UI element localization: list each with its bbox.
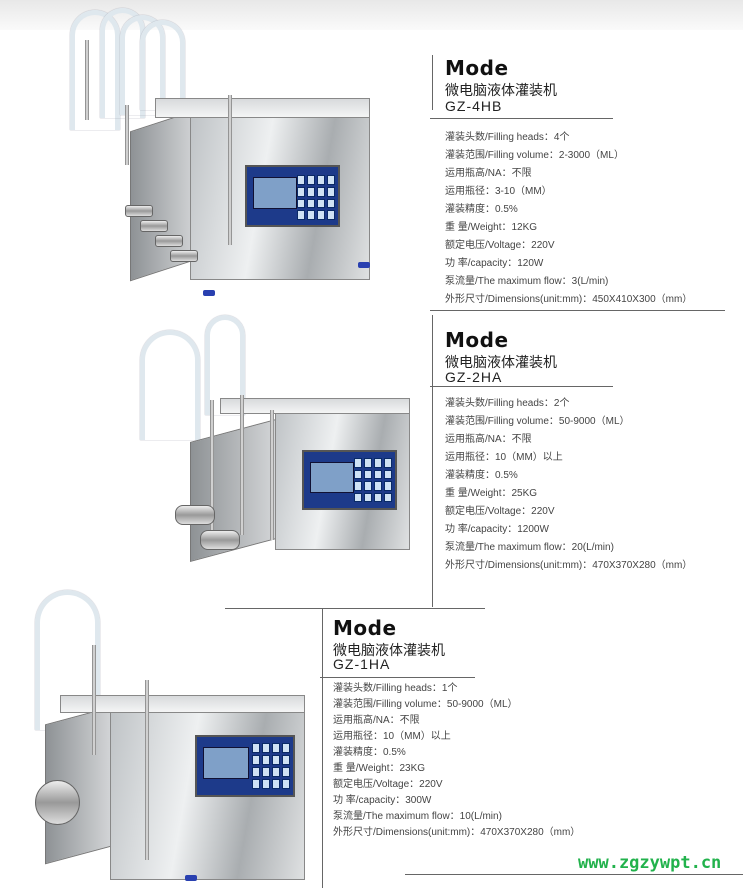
mode-label: Mode	[445, 56, 509, 80]
spec-filling-volume: 灌装范围/Filling volume：2-3000（ML）	[445, 150, 624, 161]
product-name: 微电脑液体灌装机	[333, 642, 445, 658]
spec-list: 灌装头数/Filling heads：4个 灌装范围/Filling volum…	[445, 129, 692, 309]
spec-capacity: 功 率/capacity：1200W	[445, 524, 549, 535]
spec-filling-heads: 灌装头数/Filling heads：4个	[445, 132, 570, 143]
spec-max-flow: 泵流量/The maximum flow：3(L/min)	[445, 276, 609, 287]
product-name: 微电脑液体灌装机	[445, 354, 557, 370]
spec-bottle-height: 运用瓶高/NA：不限	[445, 168, 532, 179]
watermark: www.zgzywpt.cn	[578, 853, 722, 873]
spec-bottle-diameter: 运用瓶径：10（MM）以上	[333, 731, 451, 742]
spec-capacity: 功 率/capacity：120W	[445, 258, 544, 269]
spec-bottle-diameter: 运用瓶径：3-10（MM）	[445, 186, 552, 197]
product-image-gz-2ha	[130, 310, 420, 580]
spec-voltage: 额定电压/Voltage：220V	[445, 506, 555, 517]
mode-label: Mode	[445, 328, 509, 352]
spec-max-flow: 泵流量/The maximum flow：20(L/min)	[445, 542, 614, 553]
model-number: GZ-1HA	[333, 656, 391, 672]
spec-precision: 灌装精度：0.5%	[333, 747, 406, 758]
spec-list: 灌装头数/Filling heads：2个 灌装范围/Filling volum…	[445, 395, 692, 575]
mode-label: Mode	[333, 616, 397, 640]
spec-weight: 重 量/Weight：25KG	[445, 488, 538, 499]
spec-filling-volume: 灌装范围/Filling volume：50-9000（ML）	[333, 699, 518, 710]
spec-filling-heads: 灌装头数/Filling heads：2个	[445, 398, 570, 409]
spec-dimensions: 外形尺寸/Dimensions(unit:mm)：470X370X280（mm）	[445, 560, 693, 571]
spec-precision: 灌装精度：0.5%	[445, 470, 518, 481]
spec-precision: 灌装精度：0.5%	[445, 204, 518, 215]
spec-voltage: 额定电压/Voltage：220V	[445, 240, 555, 251]
spec-filling-heads: 灌装头数/Filling heads：1个	[333, 683, 458, 694]
model-number: GZ-2HA	[445, 369, 503, 385]
product-name: 微电脑液体灌装机	[445, 82, 557, 98]
spec-max-flow: 泵流量/The maximum flow：10(L/min)	[333, 811, 502, 822]
spec-dimensions: 外形尺寸/Dimensions(unit:mm)：470X370X280（mm）	[333, 827, 581, 838]
product-image-gz-4hb	[60, 0, 390, 300]
spec-weight: 重 量/Weight：12KG	[445, 222, 538, 233]
product-image-gz-1ha	[30, 585, 320, 885]
spec-capacity: 功 率/capacity：300W	[333, 795, 432, 806]
model-number: GZ-4HB	[445, 98, 503, 114]
spec-voltage: 额定电压/Voltage：220V	[333, 779, 443, 790]
spec-bottle-diameter: 运用瓶径：10（MM）以上	[445, 452, 563, 463]
spec-bottle-height: 运用瓶高/NA：不限	[445, 434, 532, 445]
spec-weight: 重 量/Weight：23KG	[333, 763, 426, 774]
spec-filling-volume: 灌装范围/Filling volume：50-9000（ML）	[445, 416, 630, 427]
spec-list: 灌装头数/Filling heads：1个 灌装范围/Filling volum…	[333, 681, 580, 841]
spec-bottle-height: 运用瓶高/NA：不限	[333, 715, 420, 726]
spec-dimensions: 外形尺寸/Dimensions(unit:mm)：450X410X300（mm）	[445, 294, 693, 305]
